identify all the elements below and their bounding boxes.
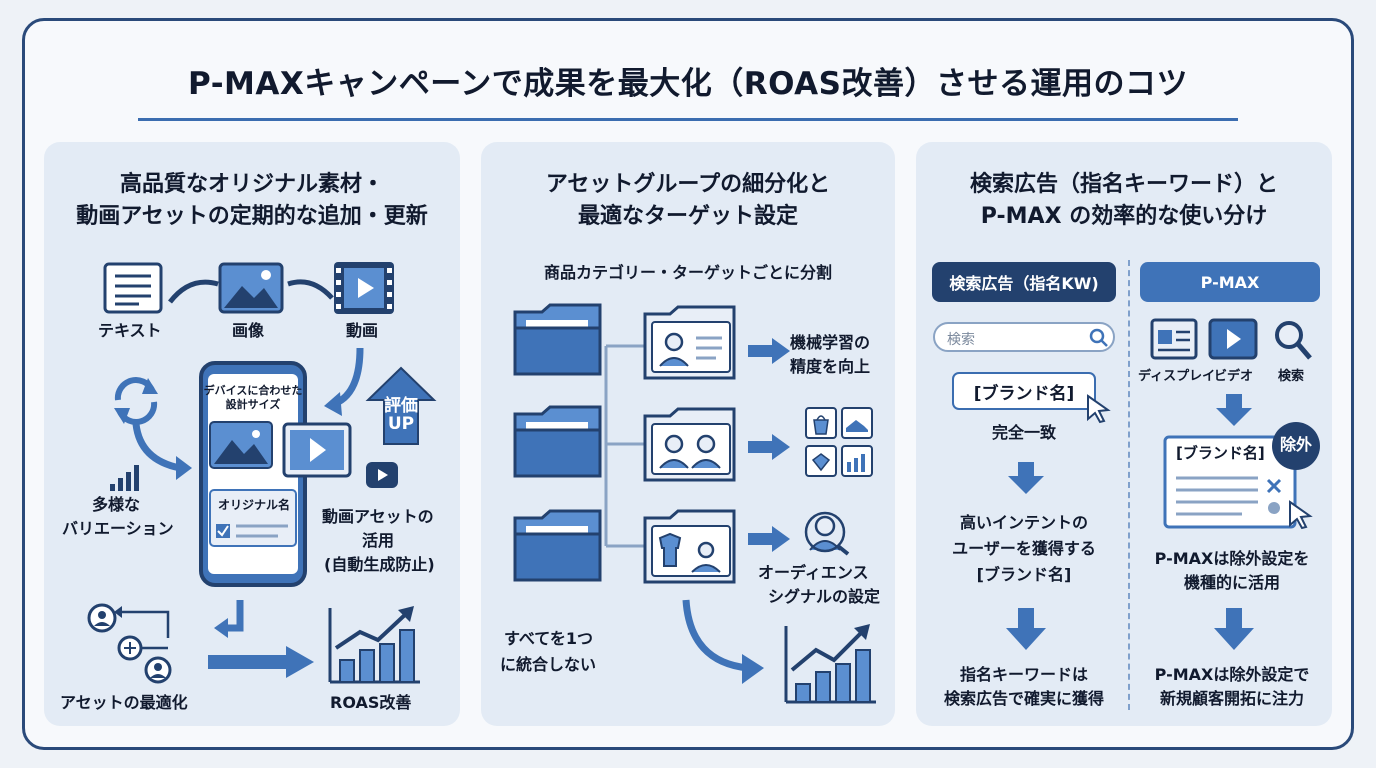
eval-label-line1: 評価 <box>384 396 418 416</box>
video-to-phone-arrow-icon <box>324 347 364 416</box>
audience-label-line1: オーディエンス <box>758 563 869 582</box>
search-ads-pill: 検索広告（指名KW) <box>932 262 1116 302</box>
phone-caption-line1: デバイスに合わせた <box>203 384 303 397</box>
column-divider <box>1128 260 1130 710</box>
variation-label-line1: 多様な <box>92 495 141 514</box>
tree-connector-lines <box>604 344 650 548</box>
search-icon <box>1089 328 1108 347</box>
pmax-down-arrow-1-icon <box>1216 394 1252 426</box>
image-label: 画像 <box>232 321 265 340</box>
intent-label-line1: 高いインテントの <box>959 513 1088 532</box>
brand-keyword-box: [ブランド名] <box>952 372 1096 410</box>
text-document-icon <box>103 262 163 314</box>
phone-original-label: オリジナル名 <box>217 498 290 512</box>
variation-label-line2: バリエーション <box>62 519 174 538</box>
search-placeholder: 検索 <box>947 332 975 348</box>
video-asset-label-line2: 活用 <box>362 531 395 550</box>
category-right-arrow-icon <box>748 434 790 460</box>
text-label: テキスト <box>98 321 162 340</box>
growth-chart-icon <box>784 624 876 704</box>
display-icon <box>1150 318 1198 360</box>
smartphone-icon <box>199 361 307 587</box>
exact-match-label: 完全一致 <box>991 423 1056 442</box>
exclude-label-line2: 機種的に活用 <box>1183 573 1280 592</box>
phone-down-arrow-icon <box>214 600 244 638</box>
asset-optimization-label: アセットの最適化 <box>60 693 188 712</box>
right-arrow-to-roas-icon <box>208 646 314 678</box>
display-label: ディスプレイ <box>1138 369 1216 384</box>
exclude-label-line1: P-MAXは除外設定を <box>1154 549 1310 568</box>
panel2-subheading: 商品カテゴリー・ターゲットごとに分割 <box>543 263 832 282</box>
image-icon <box>218 262 284 314</box>
panel3-heading-line2: P-MAX の効率的な使い分け <box>980 204 1268 229</box>
panel3-heading-line1: 検索広告（指名キーワード）と <box>969 172 1278 197</box>
folder-icon-1 <box>513 303 602 376</box>
asset-optimization-network-icon <box>87 603 172 684</box>
ml-right-arrow-icon <box>748 338 790 364</box>
profile-folder-single-icon <box>643 305 736 380</box>
curved-arrow-to-phone-icon <box>132 423 192 480</box>
phone-video-card-icon <box>282 422 352 478</box>
video-asset-label-line1: 動画アセットの <box>322 507 434 526</box>
pmax-brand-label: [ブランド名] <box>1176 444 1265 462</box>
no-merge-label-line1: すべてを1つ <box>504 629 594 648</box>
audience-right-arrow-icon <box>748 526 790 552</box>
search-down-arrow-2-icon <box>1006 608 1046 650</box>
folder-icon-2 <box>513 405 602 478</box>
panel1-heading-line2: 動画アセットの定期的な追加・更新 <box>76 204 428 229</box>
signal-bars-icon <box>110 465 139 491</box>
ml-label-line2: 精度を向上 <box>790 357 871 376</box>
panel1-heading-line1: 高品質なオリジナル素材・ <box>119 172 384 197</box>
evaluation-up-arrow-icon <box>365 366 437 445</box>
roas-growth-chart-icon <box>328 606 420 684</box>
video-asset-label-line3: (自動生成防止) <box>324 555 435 574</box>
refresh-cycle-icon <box>114 377 158 425</box>
curved-arrow-to-chart-icon <box>682 599 764 684</box>
video-label: 動画 <box>346 321 379 340</box>
pmax-cursor-icon <box>1289 500 1313 530</box>
ml-label-line1: 機械学習の <box>790 333 871 352</box>
title-underline <box>138 118 1238 121</box>
audience-target-icon <box>804 511 850 556</box>
folder-icon-3 <box>513 509 602 582</box>
search-input[interactable]: 検索 <box>933 322 1115 352</box>
asset-connector-arcs <box>168 279 334 304</box>
exclude-badge-icon <box>1272 422 1320 470</box>
video-play-icon <box>366 462 398 488</box>
video-film-icon <box>334 262 394 314</box>
exclusion-card-icon <box>1163 435 1297 529</box>
exclude-badge-label: 除外 <box>1279 435 1312 454</box>
brand-kw-label-line2: 検索広告で確実に獲得 <box>943 689 1104 708</box>
video-channel-label: ビデオ <box>1214 369 1254 384</box>
audience-label-line2: シグナルの設定 <box>768 587 881 606</box>
phone-caption-line2: 設計サイズ <box>225 398 281 411</box>
profile-folder-shopping-icon <box>643 509 736 584</box>
profile-folder-pair-icon <box>643 407 736 482</box>
pmax-down-arrow-2-icon <box>1214 608 1254 650</box>
panel-search-vs-pmax: 検索広告（指名キーワード）と P-MAX の効率的な使い分け <box>916 142 1332 726</box>
intent-label-line2: ユーザーを獲得する <box>952 539 1096 558</box>
intent-label-line3: [ブランド名] <box>976 565 1072 584</box>
video-icon <box>1208 318 1258 360</box>
panel2-heading-line1: アセットグループの細分化と <box>545 172 831 197</box>
search-down-arrow-1-icon <box>1008 462 1044 494</box>
no-merge-label-line2: に統合しない <box>500 655 597 674</box>
search-magnifier-icon <box>1275 321 1312 360</box>
brand-kw-label-line1: 指名キーワードは <box>959 665 1088 684</box>
cursor-icon <box>1087 394 1111 424</box>
new-customer-label-line1: P-MAXは除外設定で <box>1154 665 1310 684</box>
page-title: P-MAXキャンペーンで成果を最大化（ROAS改善）させる運用のコツ <box>188 66 1188 102</box>
new-customer-label-line2: 新規顧客開拓に注力 <box>1159 689 1304 708</box>
product-category-grid-icon <box>805 407 873 477</box>
pmax-pill: P-MAX <box>1140 262 1320 302</box>
panel2-heading-line2: 最適なターゲット設定 <box>577 204 798 229</box>
roas-improvement-label: ROAS改善 <box>330 693 412 712</box>
search-channel-label: 検索 <box>1278 369 1305 384</box>
eval-label-line2: UP <box>387 414 415 434</box>
